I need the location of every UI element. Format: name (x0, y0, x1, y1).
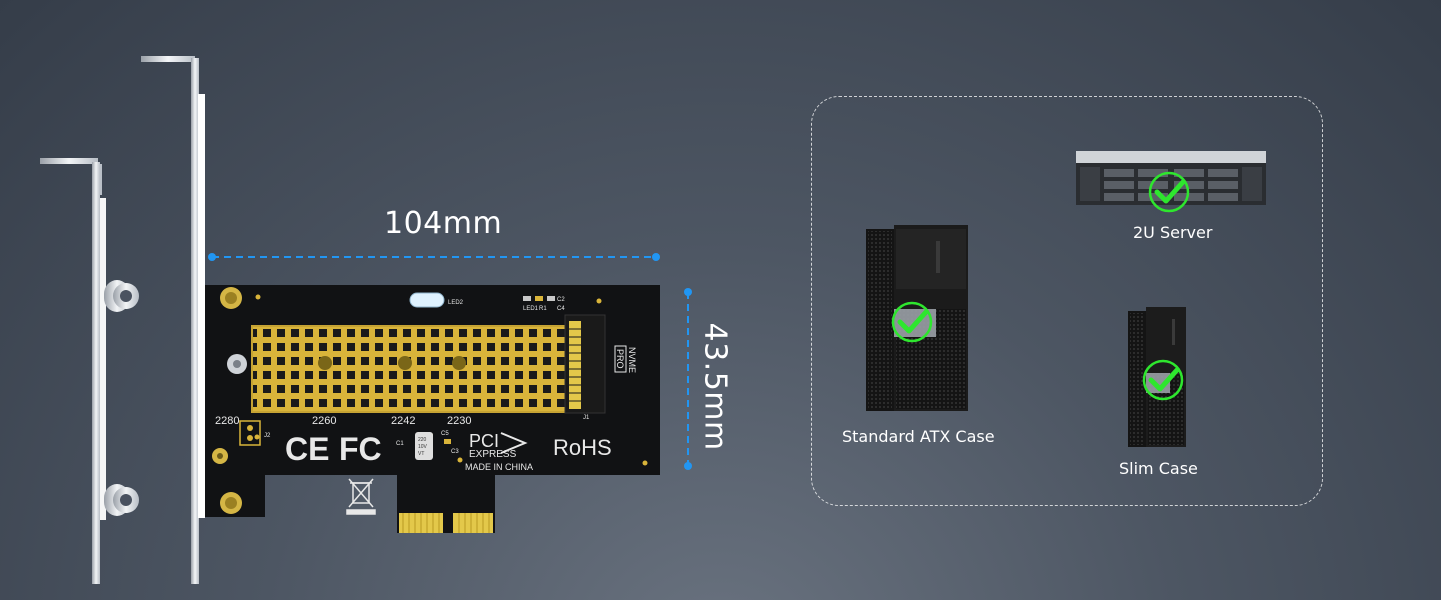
mount-screw-icon (220, 287, 242, 309)
pci-label: PCI (469, 431, 499, 451)
rohs-label: RoHS (553, 435, 612, 460)
led1-label: LED1 (523, 306, 539, 312)
c4-label: C4 (557, 306, 565, 312)
2u-server-icon (1076, 151, 1266, 205)
nvme-label: NVME (627, 347, 637, 373)
standoff-screw-icon (227, 354, 247, 374)
check-icon (1148, 171, 1190, 213)
atx-case-label: Standard ATX Case (842, 427, 995, 446)
slim-case-icon (1128, 307, 1186, 447)
slim-case-label: Slim Case (1119, 459, 1198, 478)
c2-label: C2 (557, 297, 565, 303)
express-label: EXPRESS (469, 449, 517, 460)
led2-label: LED2 (448, 300, 464, 306)
made-in-label: MADE IN CHINA (465, 462, 533, 472)
server-label: 2U Server (1133, 223, 1213, 242)
pci-express-arrow-icon (500, 432, 528, 454)
compatibility-panel (811, 96, 1323, 506)
cap-text: 10V (418, 444, 428, 450)
height-dimension-label: 43.5mm (697, 322, 733, 451)
check-icon (1142, 359, 1184, 401)
c1-label: C1 (396, 441, 404, 447)
fc-mark: FC (339, 431, 382, 467)
mount-screw-icon (220, 492, 242, 514)
size-label: 2242 (391, 415, 415, 427)
width-dimension-line (208, 253, 660, 261)
pro-label: PRO (615, 349, 625, 369)
low-profile-bracket (40, 158, 139, 584)
size-label: 2230 (447, 415, 471, 427)
cap-text: VT (418, 451, 424, 457)
width-dimension-label: 104mm (384, 206, 503, 241)
c3-label: C3 (451, 449, 459, 455)
pcie-adapter-card: 2280 2260 2242 2230 CE FC PCI EXPRESS MA… (205, 285, 660, 533)
ce-mark: CE (285, 431, 329, 467)
j2-label: J2 (264, 433, 271, 439)
height-dimension-line (684, 288, 692, 470)
size-label: 2280 (215, 415, 239, 427)
cap-text: 220 (418, 437, 427, 443)
size-label: 2260 (312, 415, 336, 427)
r1-label: R1 (539, 306, 547, 312)
weee-bin-icon (346, 478, 376, 515)
full-height-bracket (141, 56, 205, 584)
c5-label: C5 (441, 431, 449, 437)
j1-label: J1 (583, 415, 590, 421)
check-icon (891, 301, 933, 343)
